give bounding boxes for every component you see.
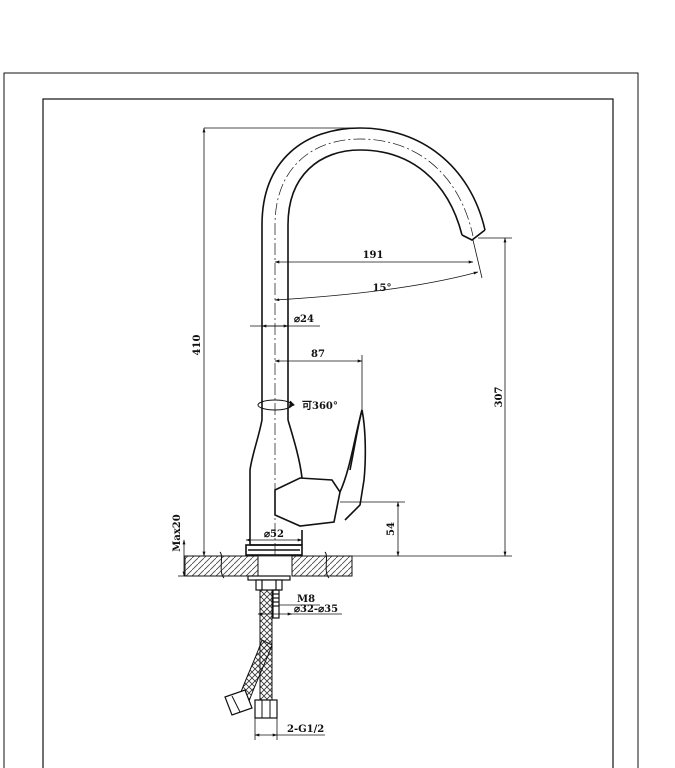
dim-hole-diameter: ⌀32-⌀35 bbox=[294, 604, 338, 615]
dim-rotation: 可360° bbox=[302, 400, 338, 412]
outer-frame bbox=[3, 72, 639, 768]
dim-spout-diameter: ⌀24 bbox=[294, 314, 314, 325]
dim-outlet-height: 307 bbox=[494, 387, 505, 408]
dim-spout-reach: 191 bbox=[363, 250, 384, 261]
dim-hose-connection: 2-G1/2 bbox=[287, 724, 324, 735]
dim-handle-offset: 87 bbox=[311, 349, 325, 360]
dim-body-height: 54 bbox=[386, 522, 397, 536]
dim-overall-height: 410 bbox=[192, 335, 203, 356]
dim-stud-thread: M8 bbox=[297, 594, 315, 605]
supply-hoses bbox=[224, 589, 278, 719]
spout-centerline bbox=[274, 138, 474, 555]
rotation-symbol bbox=[257, 399, 295, 411]
dim-max-deck: Max20 bbox=[172, 514, 183, 551]
dim-spout-angle: 15° bbox=[373, 283, 392, 294]
faucet-body bbox=[245, 127, 486, 556]
dim-base-diameter: ⌀52 bbox=[264, 529, 284, 540]
inner-frame bbox=[42, 98, 614, 768]
